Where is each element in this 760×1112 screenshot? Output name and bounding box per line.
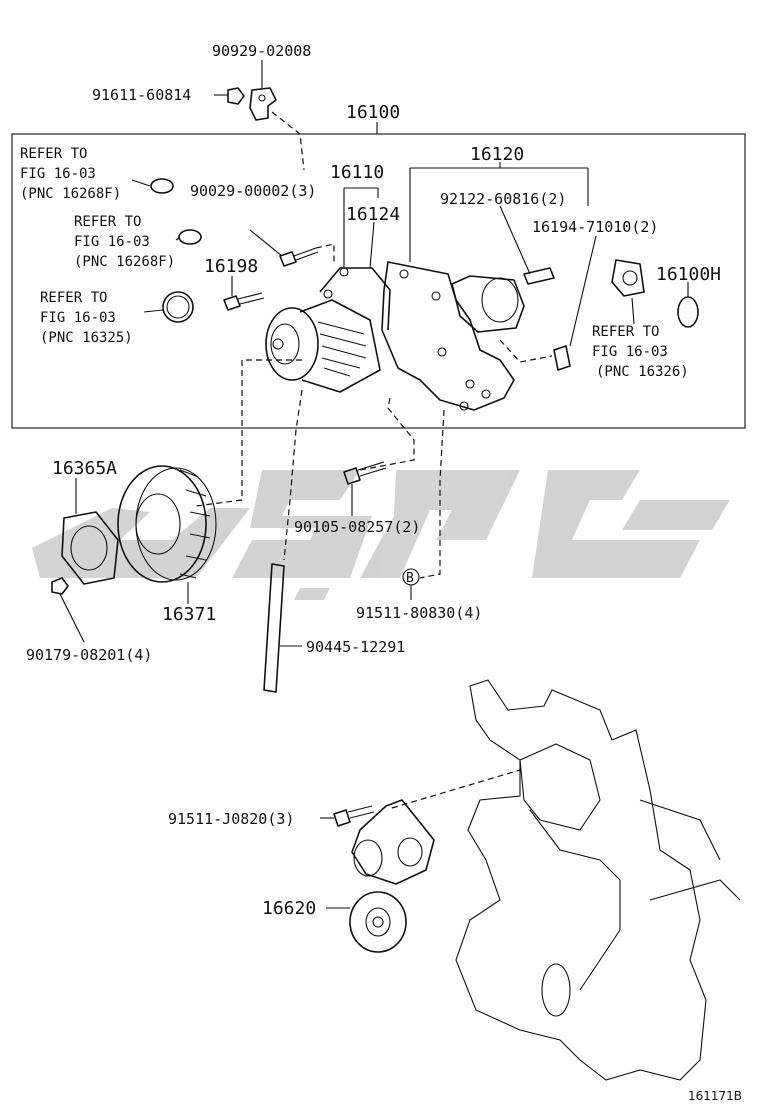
label-fig-2: FIG 16-03 (74, 234, 150, 250)
b-dash (419, 409, 445, 579)
plug-dash (499, 339, 553, 363)
label-plug: 16194-71010(2) (532, 218, 658, 236)
label-fig-1: FIG 16-03 (20, 166, 96, 182)
bracket-bolt-part (214, 87, 245, 105)
bracket-part (249, 60, 277, 121)
label-tensioner-bolt: 91511-J0820(3) (168, 810, 294, 828)
oring-ref-2 (178, 229, 202, 245)
label-fig-3: FIG 16-03 (40, 310, 116, 326)
seal-ref-3 (162, 291, 194, 323)
label-bolt-16198: 16198 (204, 256, 258, 277)
label-diagram-ref: 161171B (688, 1089, 742, 1103)
callout-b: B (402, 568, 420, 600)
label-gasket: 16124 (346, 204, 400, 225)
label-assy: 16100 (346, 102, 400, 123)
label-housing: 16120 (470, 144, 524, 165)
label-sub-assy: 16110 (330, 162, 384, 183)
pipe-dash (283, 389, 303, 561)
label-pnc-1: (PNC 16268F) (20, 186, 121, 202)
label-bracket-bolt: 91611-60814 (92, 86, 191, 104)
label-pulley: 16371 (162, 604, 216, 625)
pulley-dash (195, 359, 302, 507)
label-oring: 16100H (656, 264, 721, 285)
bolt-dash (315, 243, 335, 262)
label-pnc-2: (PNC 16268F) (74, 254, 175, 270)
pulley-seat-part (61, 478, 119, 585)
pulley-part (117, 465, 217, 604)
label-pnc-4: (PNC 16326) (596, 364, 689, 380)
label-pulley-seat: 16365A (52, 458, 117, 479)
label-pump-bolt: 90029-00002(3) (190, 182, 316, 200)
callout-b-text: B (406, 571, 414, 586)
assembly-frame (11, 133, 746, 429)
bolt-16198-part (223, 276, 265, 311)
pump-housing-part (381, 261, 525, 411)
pump-bolt-part (249, 229, 319, 267)
tensioner-bolt-part (320, 805, 375, 827)
tensioner-dash (391, 769, 521, 809)
label-stud: 92122-60816(2) (440, 190, 566, 208)
oring-ref-1 (150, 178, 174, 194)
label-refer-3: REFER TO (40, 290, 107, 306)
watermark-logo (32, 470, 730, 600)
label-refer-2: REFER TO (74, 214, 141, 230)
label-tensioner: 16620 (262, 898, 316, 919)
label-pipe: 90445-12291 (306, 638, 405, 656)
nut-90179-part (51, 577, 85, 643)
gasket-ref-4 (611, 259, 645, 325)
stud-part (499, 205, 555, 285)
plug-part (553, 235, 597, 371)
label-pnc-3: (PNC 16325) (40, 330, 133, 346)
bracket-dash (271, 111, 305, 171)
pipe-part (263, 563, 302, 693)
label-bracket: 90929-02008 (212, 42, 311, 60)
water-pump-part (265, 267, 391, 393)
bolt-90105-part (343, 461, 387, 516)
label-nut-90179: 90179-08201(4) (26, 646, 152, 664)
label-bolt-91511: 91511-80830(4) (356, 604, 482, 622)
label-fig-4: FIG 16-03 (592, 344, 668, 360)
label-bolt-90105: 90105-08257(2) (294, 518, 420, 536)
label-refer-1: REFER TO (20, 146, 87, 162)
oring-16100h (677, 296, 699, 328)
bolt-90105-dash (359, 397, 415, 471)
engine-block-outline (455, 679, 741, 1081)
tensioner-part (349, 799, 435, 953)
label-refer-4: REFER TO (592, 324, 659, 340)
